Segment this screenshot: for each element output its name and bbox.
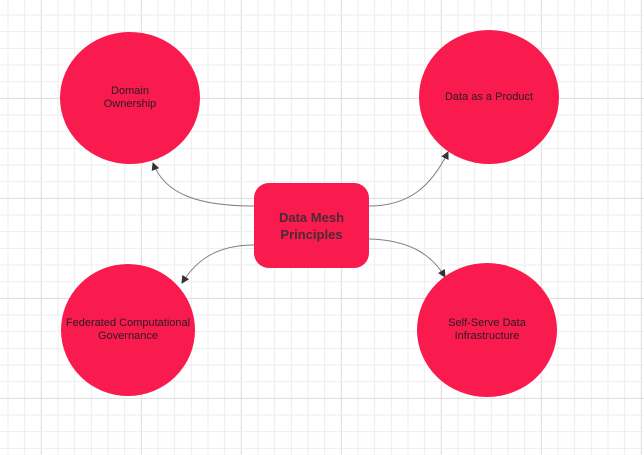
edge-to-self-serve-infrastructure[interactable] (368, 238, 446, 278)
federated-governance-label: Federated Computational Governance (65, 317, 191, 342)
edge-to-federated-governance[interactable] (181, 244, 255, 284)
domain-ownership-label: Domain Ownership (103, 85, 157, 110)
node-center[interactable] (254, 183, 369, 268)
edges (151, 151, 449, 284)
edge-to-domain-ownership[interactable] (151, 162, 255, 207)
node-domain-ownership[interactable] (60, 32, 200, 164)
node-self-serve-infrastructure[interactable] (417, 263, 557, 397)
node-data-as-a-product[interactable] (419, 30, 559, 164)
nodes (60, 30, 559, 397)
data-as-a-product-label: Data as a Product (444, 90, 534, 103)
self-serve-infrastructure-label: Self-Serve Data Infrastructure (448, 317, 526, 342)
center-node-label: Data Mesh Principles (278, 209, 345, 242)
edge-to-data-as-a-product[interactable] (368, 151, 449, 207)
node-federated-governance[interactable] (61, 264, 195, 396)
